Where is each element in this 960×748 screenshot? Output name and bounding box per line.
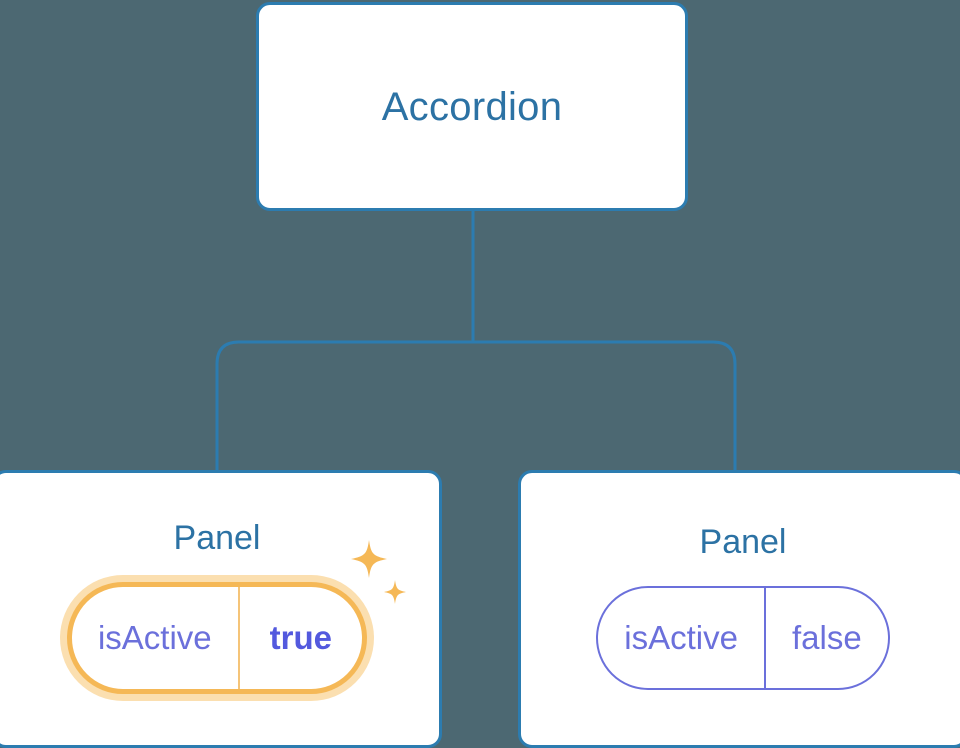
prop-value-left: true <box>269 619 333 656</box>
prop-pill-right[interactable]: isActive false <box>596 586 890 690</box>
prop-pill-left[interactable]: isActive true <box>66 582 368 694</box>
prop-key-right: isActive <box>598 588 766 688</box>
connector-branch-right <box>473 340 737 470</box>
node-panel-left-title: Panel <box>173 519 261 557</box>
prop-value-right: false <box>791 619 862 656</box>
node-panel-right[interactable]: Panel isActive false <box>518 470 960 748</box>
node-panel-right-title: Panel <box>699 523 787 561</box>
panel-right-content: Panel isActive false <box>521 473 960 690</box>
prop-pill-right-wrapper: isActive false <box>596 586 890 690</box>
node-accordion[interactable]: Accordion <box>256 2 688 211</box>
node-accordion-title: Accordion <box>381 84 563 129</box>
prop-key-left: isActive <box>72 587 240 689</box>
connector-branch-left <box>215 340 473 470</box>
node-panel-left[interactable]: Panel isActive true <box>0 470 442 748</box>
prop-pill-left-wrapper: isActive true <box>66 540 407 694</box>
panel-left-content: Panel isActive true <box>0 473 439 694</box>
